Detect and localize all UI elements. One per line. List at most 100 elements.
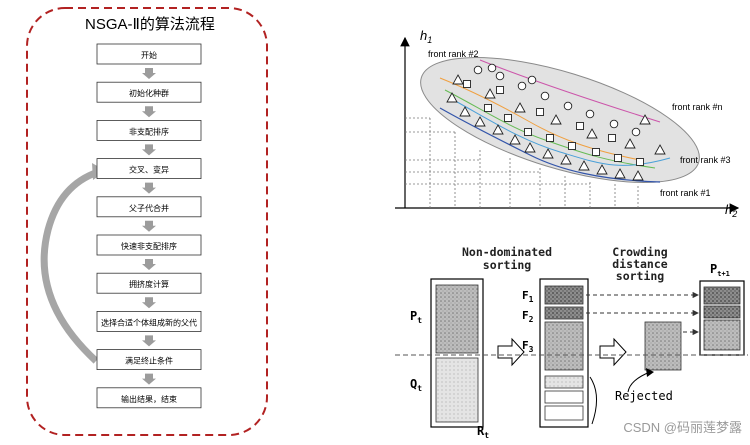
pt-block bbox=[435, 284, 479, 354]
step-label: 非支配排序 bbox=[129, 126, 169, 136]
triangle-marker bbox=[524, 142, 536, 153]
f3-block bbox=[544, 321, 584, 371]
triangle-marker bbox=[639, 114, 651, 125]
step-box bbox=[96, 81, 202, 103]
nsga-procedure: Non-dominated sorting Crowding distance … bbox=[395, 245, 748, 440]
triangle-marker bbox=[632, 170, 644, 181]
triangle-marker bbox=[578, 160, 590, 171]
front-curve bbox=[444, 89, 656, 169]
step-arrow bbox=[142, 335, 156, 347]
front-rank-2-label: front rank #2 bbox=[428, 49, 479, 59]
circle-marker bbox=[585, 109, 595, 119]
pt1-f1-block bbox=[703, 286, 741, 305]
f2-block bbox=[544, 306, 584, 320]
step-box bbox=[96, 349, 202, 371]
nd-title-1: Non-dominated bbox=[462, 245, 552, 259]
triangle-marker bbox=[614, 168, 626, 179]
projection-lines bbox=[405, 117, 639, 208]
step-box bbox=[96, 120, 202, 141]
rt-label: Rt bbox=[477, 424, 489, 440]
step-label: 输出结果，结束 bbox=[121, 394, 177, 404]
step-arrow bbox=[142, 68, 156, 79]
f1-label: F1 bbox=[522, 289, 534, 304]
square-marker bbox=[524, 128, 532, 136]
circle-marker bbox=[517, 81, 527, 91]
front-rank-3-label: front rank #3 bbox=[680, 155, 731, 165]
step-box bbox=[96, 387, 202, 409]
solution-markers bbox=[446, 63, 666, 181]
pt1-f2-block bbox=[703, 305, 741, 319]
circle-marker bbox=[473, 65, 483, 75]
step-arrow bbox=[142, 259, 156, 270]
square-marker bbox=[576, 122, 584, 130]
square-marker bbox=[504, 114, 512, 122]
square-marker bbox=[608, 134, 616, 142]
qt-label: Qt bbox=[410, 377, 422, 393]
qt-block bbox=[435, 357, 479, 423]
square-marker bbox=[592, 148, 600, 156]
square-marker bbox=[484, 104, 492, 112]
cd-title-2: distance bbox=[612, 257, 667, 271]
triangle-marker bbox=[514, 102, 526, 113]
step-list: 开始初始化种群非支配排序交叉、变异父子代合并快速非支配排序拥挤度计算选择合适个体… bbox=[96, 43, 202, 409]
triangle-marker bbox=[624, 138, 636, 149]
front-curve bbox=[449, 97, 671, 166]
step-label: 满足终止条件 bbox=[125, 356, 173, 366]
step-box bbox=[96, 158, 202, 180]
pt1-label: Pt+1 bbox=[710, 262, 730, 278]
f3-label: F3 bbox=[522, 339, 534, 354]
triangle-marker bbox=[492, 124, 504, 135]
triangle-marker bbox=[446, 92, 458, 103]
crowd-block bbox=[644, 321, 682, 371]
nd-title-2: sorting bbox=[483, 258, 532, 272]
step-box bbox=[96, 310, 202, 332]
square-marker bbox=[614, 154, 622, 162]
step-label: 父子代合并 bbox=[129, 203, 169, 213]
triangle-marker bbox=[484, 88, 496, 99]
pareto-plot: h1 h2 front rank #2 front rank bbox=[395, 28, 740, 219]
circle-marker bbox=[495, 71, 505, 81]
square-marker bbox=[636, 158, 644, 166]
front-curve bbox=[439, 107, 661, 183]
square-marker bbox=[536, 108, 544, 116]
f1-block bbox=[544, 285, 584, 305]
step-arrow bbox=[142, 220, 156, 232]
triangle-marker bbox=[560, 154, 572, 165]
step-label: 初始化种群 bbox=[129, 88, 169, 98]
pt1-f3-block bbox=[703, 319, 741, 351]
step-arrow bbox=[142, 144, 156, 156]
circle-marker bbox=[540, 91, 550, 101]
front-rank-n-label: front rank #n bbox=[672, 102, 723, 112]
square-marker bbox=[546, 134, 554, 142]
pt-label: Pt bbox=[410, 309, 422, 325]
triangle-marker bbox=[586, 128, 598, 139]
front-curve bbox=[479, 59, 661, 123]
step-label: 选择合适个体组成新的父代 bbox=[101, 317, 197, 327]
y-axis-label: h1 bbox=[420, 28, 432, 45]
x-axis-label: h2 bbox=[725, 202, 737, 219]
crowd-arrow bbox=[599, 337, 627, 367]
step-box bbox=[96, 272, 202, 294]
fr-block bbox=[544, 375, 584, 389]
triangle-marker bbox=[452, 74, 464, 85]
circle-marker bbox=[527, 75, 537, 85]
square-marker bbox=[463, 80, 471, 88]
step-label: 交叉、变异 bbox=[129, 165, 169, 175]
triangle-marker bbox=[542, 148, 554, 159]
triangle-marker bbox=[596, 164, 608, 175]
rejected-pointer-head bbox=[646, 368, 654, 377]
triangle-marker bbox=[550, 114, 562, 125]
step-arrow bbox=[142, 182, 156, 194]
circle-marker bbox=[563, 101, 573, 111]
step-arrow bbox=[142, 297, 156, 309]
step-arrow bbox=[142, 373, 156, 385]
circle-marker bbox=[487, 63, 497, 73]
cd-title-3: sorting bbox=[616, 269, 665, 283]
watermark: CSDN @码丽莲梦露 bbox=[623, 420, 742, 435]
step-label: 拥挤度计算 bbox=[129, 279, 169, 289]
front-rank-1-label: front rank #1 bbox=[660, 188, 711, 198]
triangle-marker bbox=[459, 106, 471, 117]
triangle-marker bbox=[474, 116, 486, 127]
f2-label: F2 bbox=[522, 309, 534, 324]
